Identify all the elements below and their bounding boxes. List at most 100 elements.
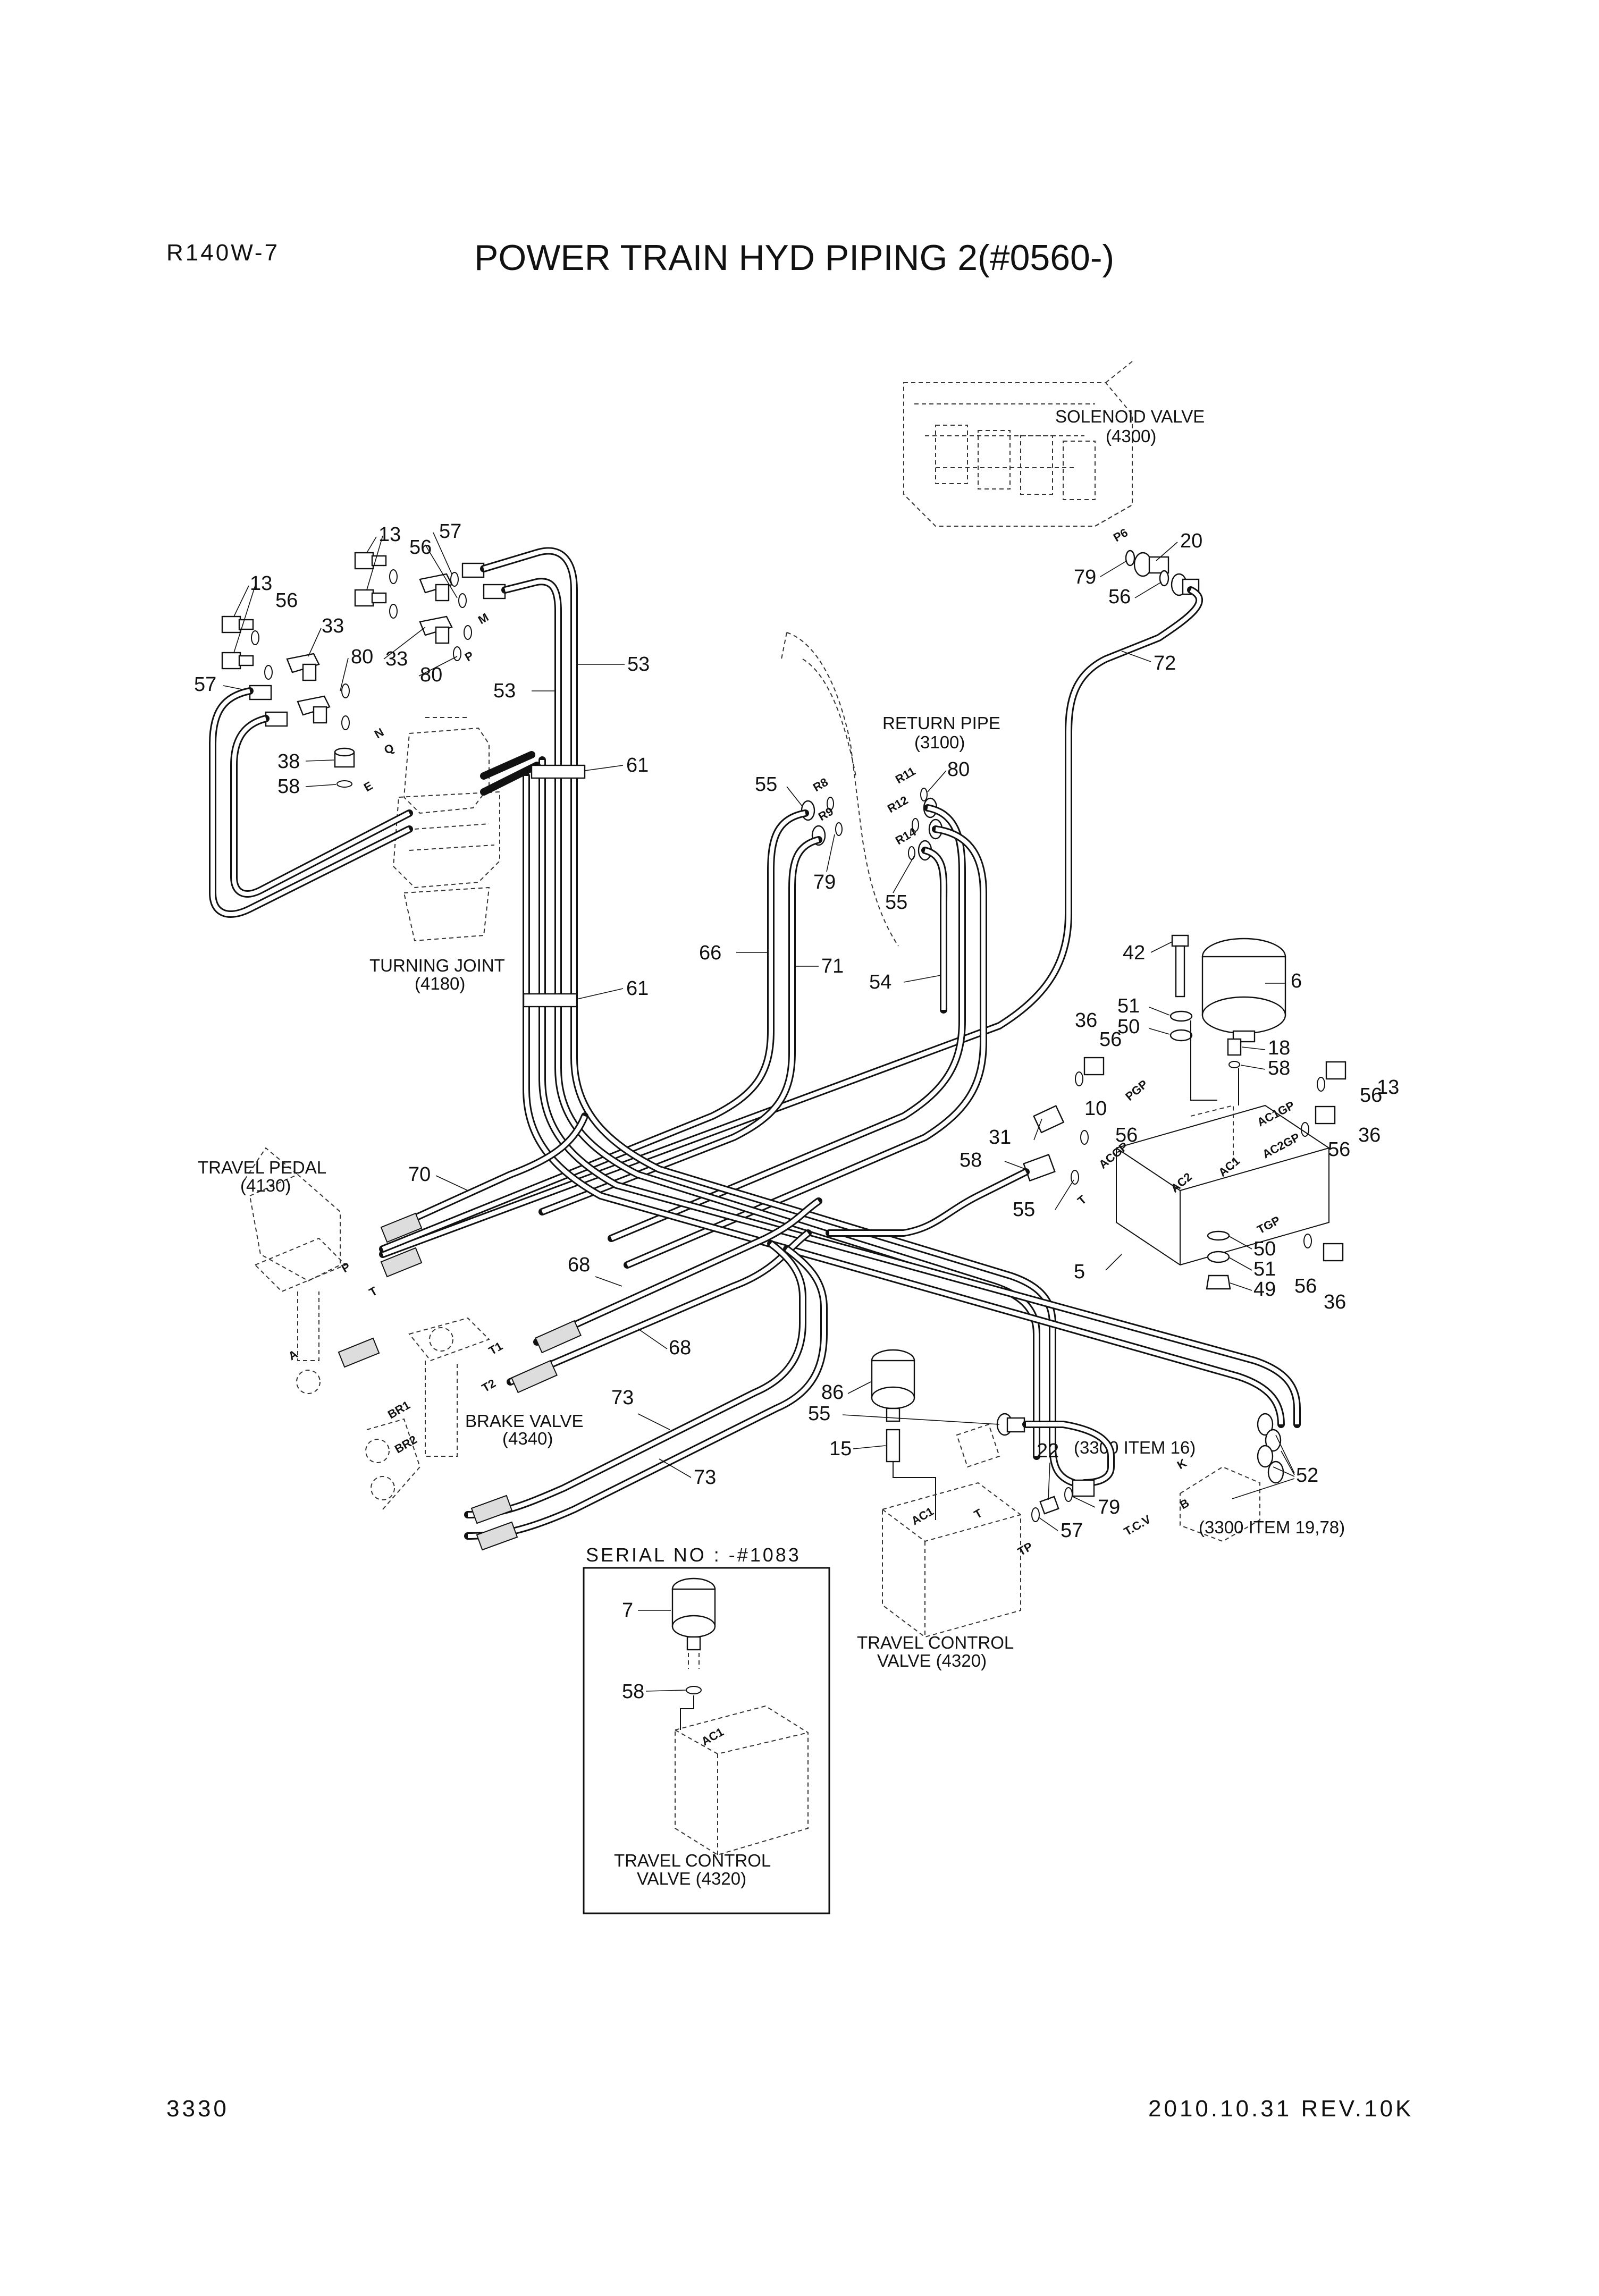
clamp-61-upper	[531, 764, 586, 779]
travel-pedal-ref: (4130)	[240, 1176, 291, 1195]
callout-13: 13	[1377, 1076, 1399, 1099]
port-q-label: Q	[382, 741, 396, 757]
note-item16: (3300 ITEM 16)	[1074, 1438, 1196, 1457]
serial-inset	[583, 1567, 830, 1914]
callout-53: 53	[627, 653, 650, 676]
callout-79: 79	[813, 871, 836, 893]
hose-73	[464, 1240, 828, 1551]
callout-56: 56	[1360, 1084, 1382, 1107]
port-p6-label: P6	[1111, 526, 1130, 544]
inset-callout-7: 7	[622, 1599, 633, 1622]
callout-73: 73	[694, 1466, 716, 1489]
hose-70	[338, 1112, 588, 1368]
oring-56	[1159, 570, 1169, 587]
hose-72	[379, 586, 1203, 1258]
callout-68: 68	[669, 1337, 691, 1359]
callout-80: 80	[351, 646, 373, 668]
oring-79	[1125, 550, 1135, 567]
inset-tcv-label: TRAVEL CONTROL	[614, 1851, 771, 1870]
port-tcv-label: T.C.V	[1122, 1513, 1153, 1539]
inset-tcv-drawing	[675, 1705, 809, 1856]
callout-80: 80	[420, 664, 442, 686]
callout-55: 55	[755, 773, 777, 796]
inset-connector	[680, 1695, 694, 1730]
callout-42: 42	[1123, 942, 1145, 964]
port-b-label: B	[1177, 1496, 1191, 1512]
bolt-42	[1171, 934, 1189, 998]
brake-valve-ref: (4340)	[502, 1429, 553, 1448]
port-t1-label: T1	[486, 1339, 505, 1357]
oring-58	[1228, 1061, 1240, 1068]
inset-port-ac1-label: AC1	[699, 1725, 726, 1749]
callout-79: 79	[1098, 1496, 1120, 1518]
port-e-label: E	[361, 779, 375, 794]
callout-66: 66	[699, 942, 721, 964]
return-pipe-label: RETURN PIPE	[882, 713, 1000, 733]
callout-18: 18	[1268, 1037, 1290, 1059]
oring-58	[336, 780, 352, 788]
washer-51	[1169, 1010, 1193, 1022]
callout-70: 70	[408, 1163, 431, 1186]
hose-66	[379, 809, 809, 1253]
travel-control-valve-drawing	[882, 1423, 1021, 1638]
callout-58: 58	[960, 1149, 982, 1171]
fitting-20	[1133, 552, 1200, 596]
callout-80: 80	[947, 758, 970, 781]
callout-49: 49	[1253, 1278, 1276, 1301]
hose-54	[608, 804, 987, 1269]
hose-55-block	[826, 1168, 1030, 1237]
port-br1-label: BR1	[385, 1398, 413, 1422]
callout-50: 50	[1117, 1016, 1140, 1038]
callout-61: 61	[626, 977, 649, 1000]
callout-15: 15	[829, 1438, 852, 1460]
callout-55: 55	[885, 891, 907, 914]
inset-callout-58: 58	[622, 1681, 644, 1703]
callout-22: 22	[1037, 1440, 1059, 1462]
tcv-port-t-label: T	[972, 1506, 985, 1522]
port-pgp-label: PGP	[1123, 1077, 1150, 1103]
callout-73: 73	[611, 1387, 634, 1409]
loop-hose-left	[209, 687, 541, 918]
travel-pedal-drawing	[244, 1147, 347, 1394]
port-tgp-label: TGP	[1255, 1213, 1283, 1236]
port-r14-label: R14	[893, 825, 919, 847]
pedal-port-p-label: P	[339, 1260, 352, 1275]
callout-71: 71	[821, 955, 844, 977]
inset-tcv-ref: VALVE (4320)	[637, 1869, 746, 1888]
callout-6: 6	[1291, 970, 1302, 992]
tcv-port-tp-label: TP	[1015, 1540, 1035, 1559]
brake-valve-drawing	[365, 1317, 490, 1510]
callout-57: 57	[194, 673, 216, 696]
port-t-label: T	[1075, 1193, 1089, 1208]
callout-33: 33	[385, 648, 408, 670]
inset-serial-label: SERIAL NO : -#1083	[586, 1544, 801, 1566]
solenoid-valve-label: SOLENOID VALVE	[1055, 407, 1205, 426]
travel-pedal-label: TRAVEL PEDAL	[198, 1158, 326, 1177]
port-m-label: M	[476, 611, 491, 627]
callout-58: 58	[1268, 1057, 1290, 1079]
port-k-label: K	[1175, 1456, 1189, 1472]
callout-58: 58	[277, 775, 300, 798]
brake-valve-label: BRAKE VALVE	[465, 1411, 584, 1431]
callout-33: 33	[322, 615, 344, 637]
port-p-label: P	[462, 648, 476, 664]
callout-61: 61	[626, 754, 649, 776]
pedal-port-t-label: T	[367, 1284, 380, 1299]
accumulator-86	[871, 1349, 915, 1422]
fitting-15	[886, 1429, 936, 1520]
revision-date: 2010.10.31 REV.10K	[1148, 2096, 1413, 2122]
model-code: R140W-7	[166, 240, 280, 266]
fitting-18	[1227, 1038, 1242, 1056]
callout-54: 54	[869, 971, 891, 993]
port-ac1gp-label: AC1GP	[1255, 1099, 1297, 1129]
return-fittings	[801, 788, 943, 861]
inset-oring-58	[686, 1686, 702, 1694]
page-number: 3330	[166, 2096, 229, 2122]
return-pipe-ref: (3100)	[914, 732, 965, 752]
callout-51: 51	[1117, 995, 1140, 1017]
callout-72: 72	[1154, 652, 1176, 674]
callout-31: 31	[989, 1126, 1011, 1149]
inset-accumulator-7	[671, 1577, 716, 1669]
callout-5: 5	[1074, 1261, 1085, 1283]
